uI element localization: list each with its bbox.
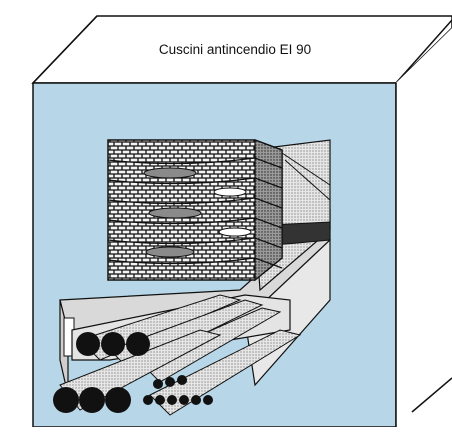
fire-cushion-stack	[107, 139, 283, 282]
diagram-caption: Cuscini antincendio EI 90	[158, 42, 312, 57]
cable-ends-small	[143, 375, 213, 405]
wall-side-face	[396, 28, 452, 427]
cable-bundle	[53, 294, 302, 416]
cushion-shadow-bands	[143, 167, 202, 258]
cushion-highlights	[213, 187, 252, 237]
cushion-layer-lines	[107, 157, 283, 269]
cable-ends-large	[53, 332, 150, 413]
